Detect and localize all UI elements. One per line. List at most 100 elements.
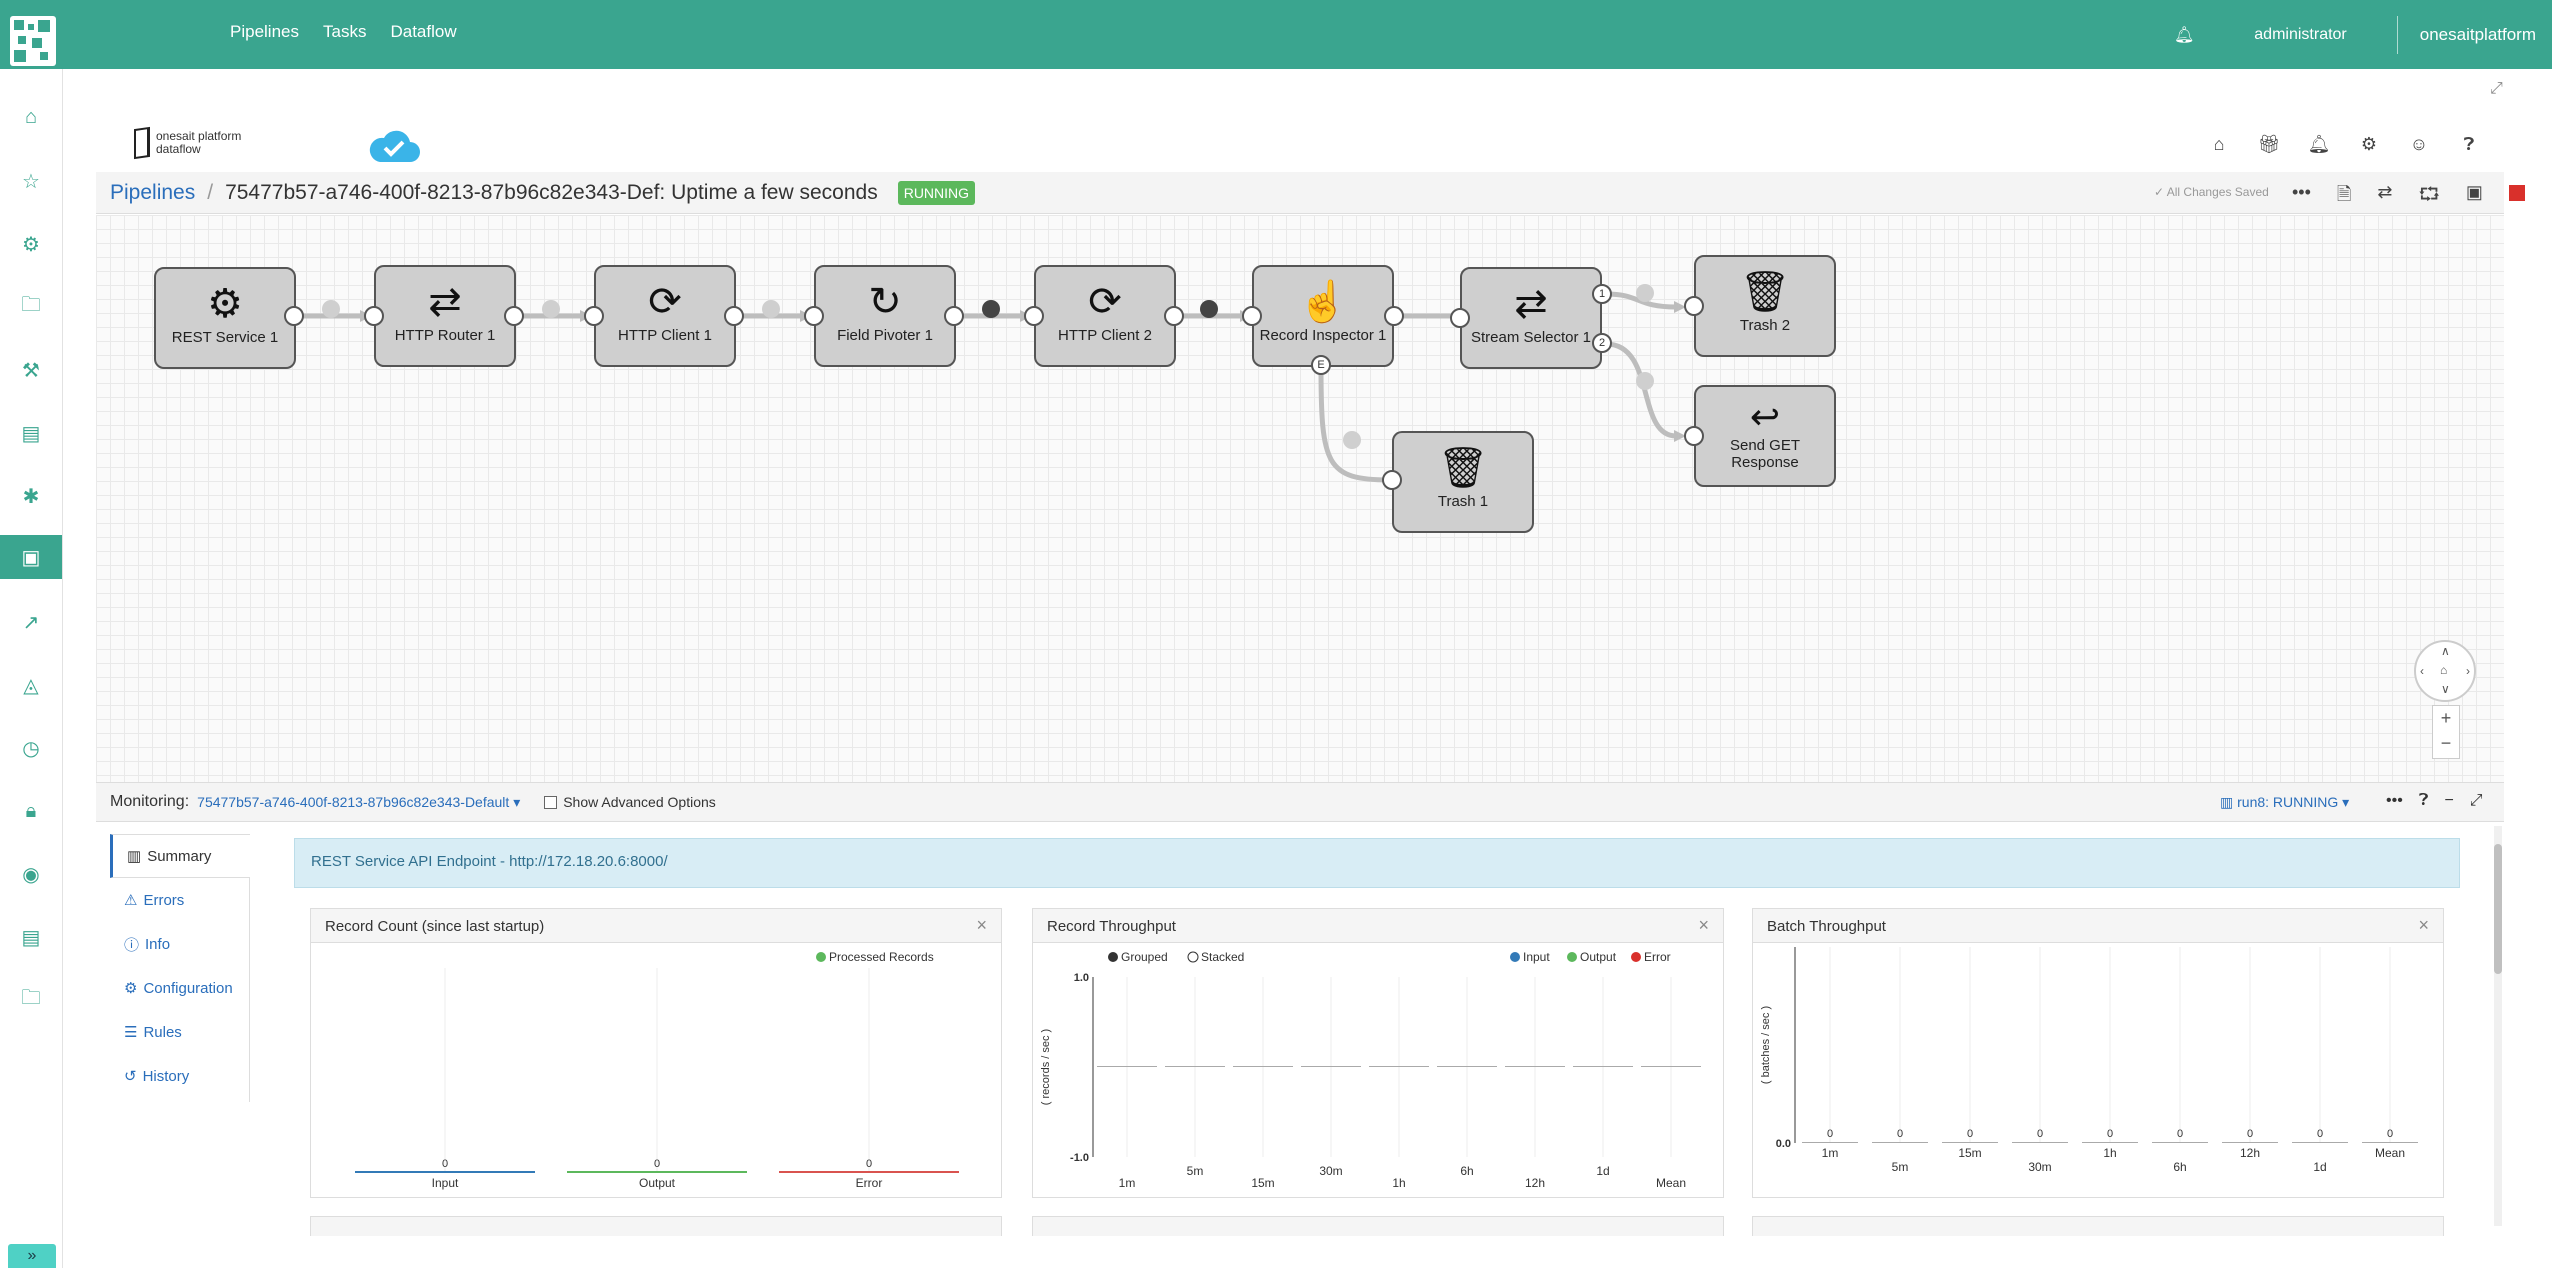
output-port-2[interactable]: 2 <box>1592 333 1612 353</box>
input-port[interactable] <box>1684 296 1704 316</box>
close-icon[interactable]: × <box>976 915 987 935</box>
tab-summary[interactable]: ▥Summary <box>110 834 250 878</box>
bell-icon[interactable]: 🔔︎ <box>2173 26 2195 44</box>
star-icon[interactable]: ☆ <box>22 170 40 193</box>
output-port[interactable] <box>1384 306 1404 326</box>
scrollbar-thumb[interactable] <box>2494 844 2502 974</box>
pan-right-icon[interactable]: › <box>2466 664 2470 678</box>
minimize-icon[interactable]: − <box>2444 792 2454 809</box>
input-port[interactable] <box>1242 306 1262 326</box>
folder-icon[interactable]: 🗀 <box>21 294 41 316</box>
settings-icon[interactable]: ⚙ <box>2360 134 2378 154</box>
output-port-1[interactable]: 1 <box>1592 284 1612 304</box>
monitoring-pipeline-dropdown[interactable]: 75477b57-a746-400f-8213-87b96c82e343-Def… <box>197 793 521 810</box>
legend-marker <box>1631 952 1641 962</box>
input-port[interactable] <box>1382 470 1402 490</box>
output-port[interactable] <box>724 306 744 326</box>
help-icon[interactable]: ❓︎ <box>2418 792 2429 809</box>
chart-icon[interactable]: ↗ <box>22 611 40 634</box>
grouped-label: Grouped <box>1121 950 1168 964</box>
user-icon[interactable]: ☺ <box>2409 134 2429 154</box>
tab-rules[interactable]: ☰Rules <box>110 1010 249 1054</box>
output-port[interactable] <box>504 306 524 326</box>
lock-icon[interactable]: 🔒︎ <box>25 799 37 822</box>
help-icon[interactable]: ❓︎ <box>2463 134 2475 154</box>
docs-icon[interactable]: ▤ <box>21 926 41 949</box>
stop-button[interactable] <box>2508 185 2525 201</box>
advanced-options-checkbox[interactable] <box>544 795 558 809</box>
tools-icon[interactable]: ⚒ <box>22 359 40 382</box>
pan-left-icon[interactable]: ‹ <box>2420 664 2424 678</box>
tab-history[interactable]: ↺History <box>110 1054 249 1098</box>
run-dropdown[interactable]: ▥ run8: RUNNING ▾ <box>2220 794 2350 810</box>
package-icon[interactable]: 🎁︎ <box>2257 134 2281 154</box>
output-port[interactable] <box>284 306 304 326</box>
stage-rest-service[interactable]: ⚙ REST Service 1 <box>154 267 296 369</box>
share-icon[interactable]: ◬ <box>23 674 39 697</box>
gear-icon[interactable]: ⚙ <box>22 233 40 256</box>
output-port[interactable] <box>944 306 964 326</box>
input-port[interactable] <box>364 306 384 326</box>
pipeline-canvas[interactable]: ⚙ REST Service 1 ⇄ HTTP Router 1 ⟳ HTTP … <box>96 215 2504 782</box>
stage-label-line2: Response <box>1731 454 1799 471</box>
stage-field-pivoter[interactable]: ↻ Field Pivoter 1 <box>814 265 956 367</box>
maximize-icon[interactable]: ⤢ <box>2469 792 2483 809</box>
monitor-icon[interactable]: ▣ <box>0 535 62 579</box>
stage-trash-1[interactable]: 🗑︎ Trash 1 <box>1392 431 1534 533</box>
stage-http-router[interactable]: ⇄ HTTP Router 1 <box>374 265 516 367</box>
more-icon[interactable]: ••• <box>2292 182 2311 202</box>
stage-http-client-2[interactable]: ⟳ HTTP Client 2 <box>1034 265 1176 367</box>
close-icon[interactable]: × <box>2418 915 2429 935</box>
tick-label: 1h <box>1392 1176 1405 1190</box>
pan-up-icon[interactable]: ∧ <box>2441 644 2450 658</box>
zoom-in-icon[interactable]: + <box>2440 708 2452 728</box>
close-icon[interactable]: × <box>1698 915 1709 935</box>
app-logo[interactable] <box>10 16 56 66</box>
pan-down-icon[interactable]: ∨ <box>2441 682 2450 696</box>
bell-icon[interactable]: 🔔︎ <box>2307 134 2331 154</box>
user-menu[interactable]: administrator <box>2254 25 2347 43</box>
dashboard-icon[interactable]: ◷ <box>22 737 40 760</box>
share-icon[interactable]: ⮔ <box>2418 184 2440 204</box>
camera-icon[interactable]: ▣ <box>2465 182 2483 202</box>
scrollbar[interactable] <box>2494 826 2502 1226</box>
github-icon[interactable]: ◉ <box>22 863 40 886</box>
document-icon[interactable]: 🗎 <box>2336 184 2352 204</box>
home-icon[interactable]: ⌂ <box>24 105 38 128</box>
expand-sidebar-button[interactable]: » <box>8 1244 56 1268</box>
error-port[interactable]: E <box>1311 355 1331 375</box>
tick-label: 15m <box>1251 1176 1274 1190</box>
fullscreen-icon[interactable]: ⤢ <box>2490 80 2503 97</box>
stage-stream-selector[interactable]: ⇄ Stream Selector 1 <box>1460 267 1602 369</box>
input-port[interactable] <box>1024 306 1044 326</box>
output-port[interactable] <box>1164 306 1184 326</box>
input-port[interactable] <box>1684 426 1704 446</box>
stage-send-get-response[interactable]: ↩ Send GET Response <box>1694 385 1836 487</box>
breadcrumb-pipelines[interactable]: Pipelines <box>110 180 196 204</box>
shuffle-icon[interactable]: ⇄ <box>2377 182 2393 202</box>
data-label: 0 <box>1897 1128 1903 1140</box>
home-icon[interactable]: ⌂ <box>2213 134 2225 154</box>
stage-record-inspector[interactable]: ☝ Record Inspector 1 <box>1252 265 1394 367</box>
files-icon[interactable]: 🗀 <box>21 987 41 1009</box>
zoom-out-icon[interactable]: − <box>2440 733 2452 753</box>
network-icon[interactable]: ✱ <box>22 485 40 508</box>
tab-errors[interactable]: ⚠Errors <box>110 878 249 922</box>
pan-home-icon[interactable]: ⌂ <box>2440 663 2448 677</box>
bar <box>1545 1066 1565 1067</box>
tab-configuration[interactable]: ⚙Configuration <box>110 966 249 1010</box>
pipeline-title: 75477b57-a746-400f-8213-87b96c82e343-Def… <box>225 180 878 204</box>
stage-trash-2[interactable]: 🗑︎ Trash 2 <box>1694 255 1836 357</box>
input-port[interactable] <box>1450 308 1470 328</box>
pan-control[interactable]: ∧ ‹ ⌂ › ∨ <box>2414 640 2476 702</box>
nav-dataflow[interactable]: Dataflow <box>390 22 457 41</box>
input-port[interactable] <box>584 306 604 326</box>
more-icon[interactable]: ••• <box>2386 792 2403 809</box>
bar <box>1389 1066 1409 1067</box>
input-port[interactable] <box>804 306 824 326</box>
book-icon[interactable]: ▤ <box>21 422 41 445</box>
nav-pipelines[interactable]: Pipelines <box>230 22 299 41</box>
stage-http-client-1[interactable]: ⟳ HTTP Client 1 <box>594 265 736 367</box>
nav-tasks[interactable]: Tasks <box>323 22 367 41</box>
